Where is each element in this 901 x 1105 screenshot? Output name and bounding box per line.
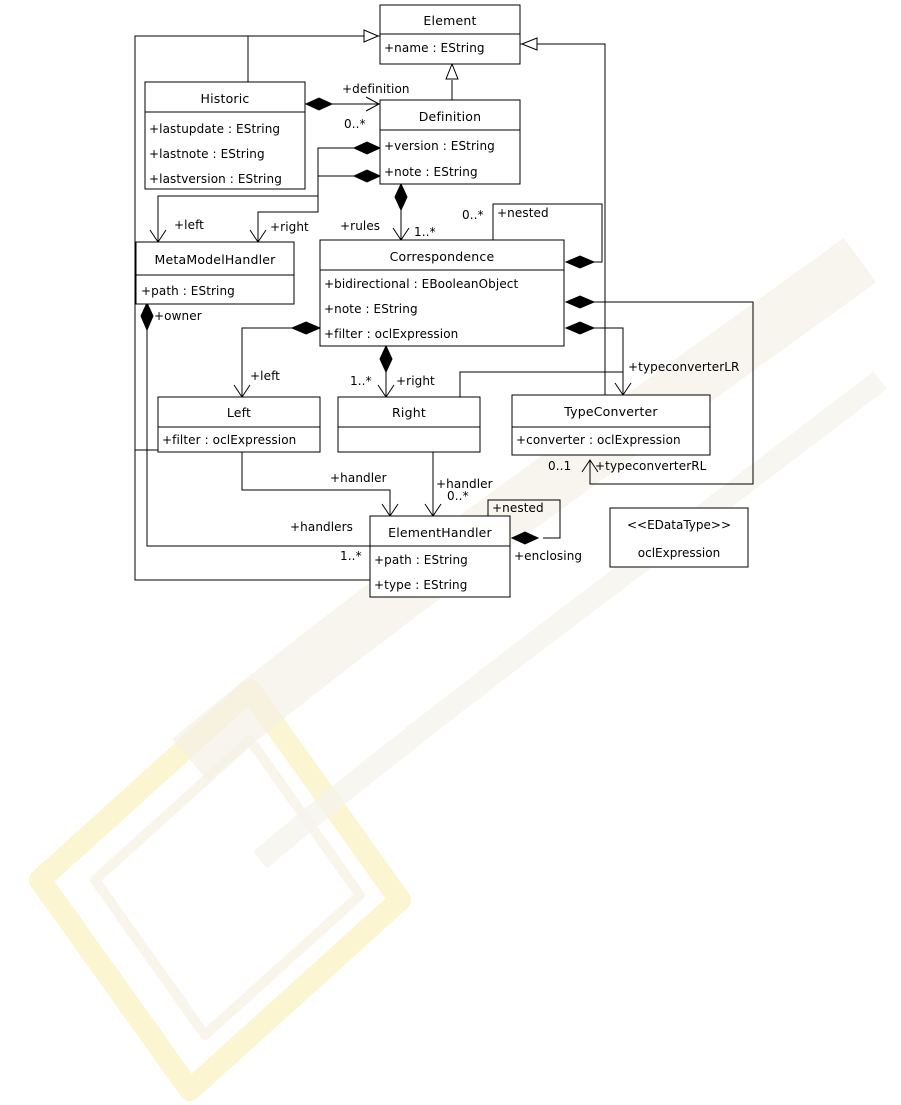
right-typeconverter-line	[459, 371, 623, 397]
class-typeconverter-attr: +converter : oclExpression	[516, 433, 681, 447]
typeconverter-generalization-line	[520, 43, 606, 395]
class-definition-attr: +note : EString	[384, 165, 478, 179]
datatype-oclexpression: <<EDataType>> oclExpression	[609, 507, 749, 568]
multiplicity-definition: 0..*	[344, 117, 366, 131]
class-correspondence-attr: +bidirectional : EBooleanObject	[324, 277, 519, 291]
class-historic-attr: +lastversion : EString	[149, 172, 282, 186]
historic-generalization-line	[247, 35, 380, 82]
left-handler-line	[241, 452, 391, 516]
class-correspondence-title: Correspondence	[390, 249, 495, 264]
class-elementhandler-attr: +type : EString	[374, 578, 467, 592]
multiplicity-handler: 0..*	[447, 489, 469, 503]
multiplicity-typeconverterrl: 0..1	[548, 459, 571, 473]
composition-diamond-icon	[379, 344, 393, 374]
role-typeconverterlr: +typeconverterLR	[628, 360, 739, 374]
role-elementhandler-nested: +nested	[492, 501, 544, 515]
datatype-stereotype: <<EDataType>>	[627, 518, 731, 532]
role-enclosing: +enclosing	[514, 549, 582, 563]
composition-diamond-icon	[304, 97, 334, 111]
role-definition: +definition	[342, 82, 410, 96]
role-left: +left	[250, 369, 280, 383]
connectors	[134, 35, 754, 581]
class-typeconverter: TypeConverter +converter : oclExpression	[511, 394, 711, 456]
role-handlers: +handlers	[290, 520, 353, 534]
class-elementhandler: ElementHandler +path : EString +type : E…	[369, 515, 511, 598]
class-correspondence-attr: +filter : oclExpression	[324, 327, 458, 341]
correspondence-left-line	[241, 327, 298, 397]
role-mm-left: +left	[174, 218, 204, 232]
correspondence-typeconverterrl-line	[580, 301, 754, 485]
class-definition-attr: +version : EString	[384, 139, 495, 153]
class-left: Left +filter : oclExpression	[157, 396, 321, 453]
metamodelhandler-owner-line	[146, 330, 370, 547]
composition-diamonds	[140, 97, 596, 545]
arrowhead-icon	[581, 459, 599, 473]
definition-mm-left-line	[157, 175, 362, 242]
generalization-triangle-icon	[363, 29, 380, 43]
class-correspondence-attr: +note : EString	[324, 302, 418, 316]
composition-diamond-icon	[290, 321, 322, 335]
generalization-arrows	[363, 29, 538, 80]
composition-diamond-icon	[352, 169, 382, 183]
class-historic-attr: +lastupdate : EString	[149, 122, 280, 136]
elementhandler-nested-line	[487, 499, 561, 539]
class-element: Element +name : EString	[379, 4, 521, 65]
role-mm-right: +right	[270, 220, 309, 234]
class-right: Right	[337, 396, 481, 453]
generalization-triangle-icon	[445, 62, 459, 80]
arrowhead-icon	[365, 96, 381, 112]
class-correspondence: Correspondence +bidirectional : EBoolean…	[319, 239, 565, 347]
composition-diamond-icon	[394, 182, 408, 212]
class-metamodelhandler-attr: +path : EString	[141, 284, 235, 298]
watermark-logo-shape	[29, 679, 411, 1101]
class-metamodelhandler: MetaModelHandler +path : EString	[135, 241, 295, 305]
class-left-title: Left	[227, 405, 251, 420]
role-owner: +owner	[154, 309, 202, 323]
role-handler-right: +handler	[436, 477, 493, 491]
class-element-title: Element	[423, 13, 476, 28]
class-typeconverter-title: TypeConverter	[563, 404, 658, 419]
class-historic-title: Historic	[200, 91, 249, 106]
class-elementhandler-attr: +path : EString	[374, 553, 468, 567]
multiplicity-handlers: 1..*	[340, 549, 362, 563]
role-correspondence-nested: +nested	[497, 206, 549, 220]
class-definition-title: Definition	[419, 109, 482, 124]
class-element-attr: +name : EString	[384, 41, 485, 55]
composition-diamond-icon	[564, 255, 596, 269]
composition-diamond-icon	[352, 141, 382, 155]
role-typeconverterrl: +typeconverterRL	[595, 459, 707, 473]
watermark-arc	[172, 237, 877, 782]
class-historic-attr: +lastnote : EString	[149, 147, 265, 161]
role-labels: +definition 0..* +left +right +rules 1..…	[154, 82, 739, 563]
composition-diamond-icon	[140, 301, 154, 332]
multiplicity-rules: 1..*	[414, 225, 436, 239]
multiplicity-correspondence-nested: 0..*	[462, 208, 484, 222]
class-historic: Historic +lastupdate : EString +lastnote…	[144, 81, 306, 190]
class-definition: Definition +version : EString +note : ES…	[379, 99, 521, 185]
watermark-arc	[252, 371, 887, 869]
class-left-attr: +filter : oclExpression	[162, 433, 296, 447]
class-metamodelhandler-title: MetaModelHandler	[155, 252, 277, 267]
role-right: +right	[396, 374, 435, 388]
composition-diamond-icon	[564, 295, 596, 309]
role-handler-left: +handler	[330, 471, 387, 485]
role-rules: +rules	[340, 219, 380, 233]
multiplicity-right: 1..*	[350, 374, 372, 388]
generalization-triangle-icon	[520, 37, 538, 51]
class-elementhandler-title: ElementHandler	[388, 525, 492, 540]
elementhandler-generalization-line	[134, 35, 370, 581]
composition-diamond-icon	[564, 321, 596, 335]
composition-diamond-icon	[510, 531, 540, 545]
class-right-title: Right	[392, 405, 426, 420]
watermark-logo-shape	[90, 735, 365, 1040]
datatype-oclexpression-title: oclExpression	[638, 546, 720, 560]
definition-mm-right-line	[257, 147, 362, 242]
